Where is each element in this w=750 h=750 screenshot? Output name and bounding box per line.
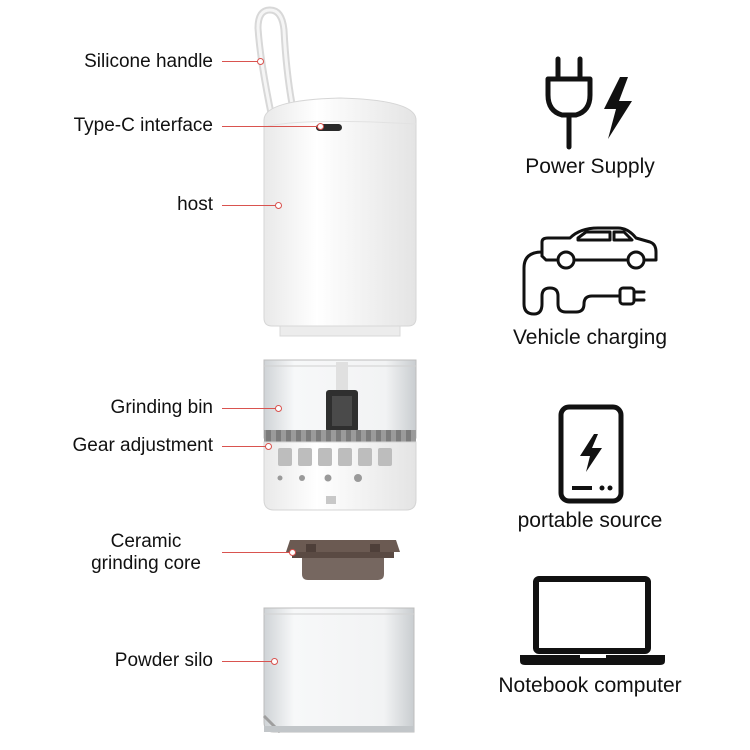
label-host: host xyxy=(177,194,213,215)
callout-line-grinding-bin xyxy=(222,408,278,409)
label-gear-adjustment: Gear adjustment xyxy=(72,435,213,456)
label-powder-silo: Powder silo xyxy=(114,650,213,671)
callout-line-gear-adjustment xyxy=(222,446,268,447)
callout-dot-silicone-handle xyxy=(257,58,264,65)
callout-dot-gear-adjustment xyxy=(265,443,272,450)
grinding-bin-part xyxy=(263,359,417,511)
power-bank-icon xyxy=(558,404,624,504)
label-ceramic-grinding-core: Ceramic grinding core xyxy=(88,531,204,575)
callout-line-silicone-handle xyxy=(222,61,260,62)
host-part xyxy=(263,97,417,337)
feature-power-supply: Power Supply xyxy=(525,155,655,178)
callout-line-ceramic-grinding-core xyxy=(222,552,292,553)
ceramic-grinding-core-part xyxy=(286,540,400,580)
callout-dot-grinding-bin xyxy=(275,405,282,412)
feature-notebook-computer: Notebook computer xyxy=(498,674,682,697)
label-ceramic-line1: Ceramic xyxy=(110,531,182,552)
feature-vehicle-charging: Vehicle charging xyxy=(512,326,668,349)
callout-dot-powder-silo xyxy=(271,658,278,665)
car-charging-icon xyxy=(522,226,658,316)
callout-line-host xyxy=(222,205,278,206)
callout-dot-host xyxy=(275,202,282,209)
callout-dot-ceramic-grinding-core xyxy=(289,549,296,556)
feature-portable-source: portable source xyxy=(517,509,663,532)
powder-silo-part xyxy=(262,607,415,734)
grinder-exploded-illustration xyxy=(254,6,417,734)
callout-line-type-c-interface xyxy=(222,126,320,127)
plug-lightning-icon xyxy=(545,56,632,150)
label-silicone-handle: Silicone handle xyxy=(84,51,213,72)
silicone-handle-part xyxy=(254,6,296,122)
laptop-icon xyxy=(520,576,665,665)
callout-dot-type-c-interface xyxy=(317,123,324,130)
label-grinding-bin: Grinding bin xyxy=(110,397,213,418)
label-type-c-interface: Type-C interface xyxy=(73,115,213,136)
label-ceramic-line2: grinding core xyxy=(91,553,201,574)
callout-line-powder-silo xyxy=(222,661,274,662)
